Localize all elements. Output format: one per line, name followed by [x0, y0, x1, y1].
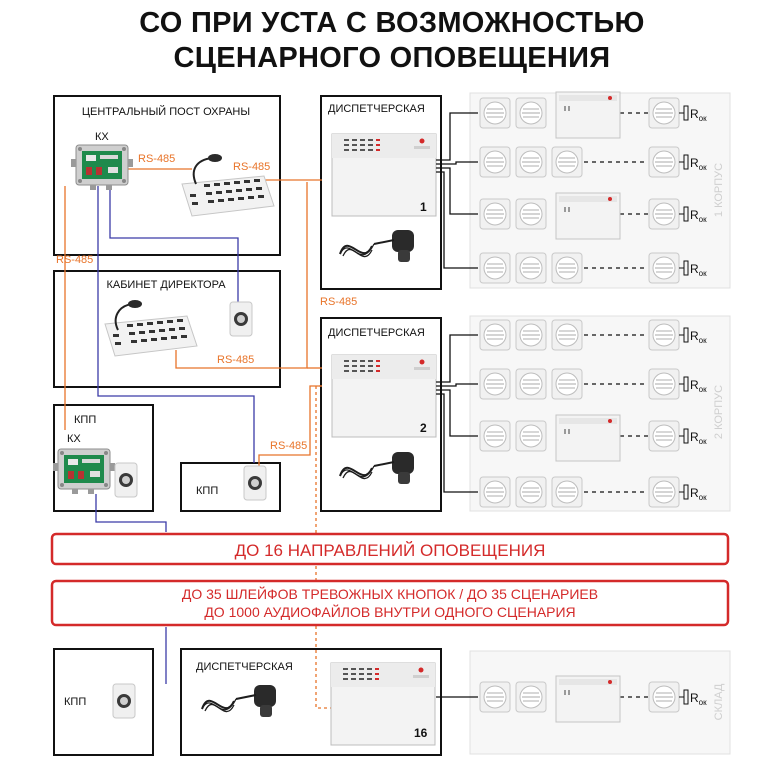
room-central-post-label: ЦЕНТРАЛЬНЫЙ ПОСТ ОХРАНЫ: [82, 105, 250, 118]
mic-console-icon-2: [104, 315, 198, 357]
resistor-1: Rок: [679, 105, 707, 123]
zone-building-1-label: 1 КОРПУС: [713, 163, 725, 217]
room-kpp-small-2-label: КПП: [64, 696, 86, 708]
output-lines: [436, 112, 478, 698]
svg-text:Rок: Rок: [690, 156, 707, 172]
rs485-wiring: [64, 168, 322, 466]
handheld-mic-1-icon: [339, 229, 415, 263]
kx-controller-2-icon: [52, 448, 116, 495]
unit-number-1: 1: [420, 200, 427, 214]
rs485-label-1: RS-485: [138, 153, 175, 165]
room-dispatch-1-label: ДИСПЕТЧЕРСКАЯ: [328, 103, 425, 115]
room-dispatch-2: ДИСПЕТЧЕРСКАЯ: [320, 317, 442, 512]
handheld-mic-16-icon: [201, 684, 277, 718]
rs485-label-4: RS-485: [320, 296, 357, 308]
svg-text:Rок: Rок: [690, 329, 707, 345]
banner-limits-line-1: ДО 35 ШЛЕЙФОВ ТРЕВОЖНЫХ КНОПОК / ДО 35 С…: [182, 585, 598, 602]
kx-controller-1-icon: [70, 144, 134, 191]
handheld-mic-2-icon: [339, 451, 415, 485]
rs485-dashed-wiring: [315, 385, 331, 709]
alarm-button-kpp-small-1-icon: [243, 465, 267, 501]
banner-directions: ДО 16 НАПРАВЛЕНИЙ ОПОВЕЩЕНИЯ: [50, 532, 730, 566]
room-kpp-small-1-label: КПП: [196, 485, 218, 497]
warning-cabinet-2: 2: [331, 354, 437, 438]
alarm-button-director-icon: [229, 301, 253, 337]
svg-text:Rок: Rок: [690, 208, 707, 224]
svg-text:Rок: Rок: [690, 691, 707, 707]
room-kpp-main: КПП: [53, 404, 154, 512]
unit-number-2: 2: [420, 421, 427, 435]
alarm-button-kpp-small-2-icon: [112, 683, 136, 719]
zone-building-2-label: 2 КОРПУС: [713, 385, 725, 439]
warning-cabinet-1: 1: [331, 133, 437, 217]
room-dispatch-2-label: ДИСПЕТЧЕРСКАЯ: [328, 327, 425, 339]
room-dispatch-16: ДИСПЕТЧЕРСКАЯ: [180, 648, 442, 756]
banner-directions-text: ДО 16 НАПРАВЛЕНИЙ ОПОВЕЩЕНИЯ: [235, 541, 546, 560]
room-central-post: ЦЕНТРАЛЬНЫЙ ПОСТ ОХРАНЫ: [53, 95, 281, 256]
control-console-1: [181, 154, 275, 217]
kx-box-1: КХ: [70, 131, 134, 191]
svg-text:Rок: Rок: [690, 262, 707, 278]
rs485-label-2: RS-485: [233, 161, 270, 173]
svg-text:Rок: Rок: [690, 378, 707, 394]
zone-warehouse-label: СКЛАД: [713, 683, 725, 720]
room-kpp-small-2: КПП: [53, 648, 154, 756]
title-line-2: СЦЕНАРНОГО ОПОВЕЩЕНИЯ: [173, 42, 611, 74]
room-director-label: КАБИНЕТ ДИРЕКТОРА: [106, 279, 226, 291]
rs485-label-6: RS-485: [270, 440, 307, 452]
zone-building-2: 2 КОРПУС: [469, 315, 731, 512]
room-kpp-small-1: КПП: [180, 462, 281, 512]
room-director: КАБИНЕТ ДИРЕКТОРА: [53, 270, 281, 388]
control-console-2: [104, 300, 198, 357]
kx-box-2: КХ: [52, 433, 116, 495]
banner-limits-line-2: ДО 1000 АУДИОФАЙЛОВ ВНУТРИ ОДНОГО СЦЕНАР…: [204, 603, 575, 620]
resistor-6: Rок: [679, 376, 707, 394]
rs485-label-3: RS-485: [56, 254, 93, 266]
kx-box-1-label: КХ: [95, 131, 109, 143]
rs485-label-5: RS-485: [217, 354, 254, 366]
unit-number-16: 16: [414, 726, 428, 740]
diagram-title: СО ПРИ УСТА С ВОЗМОЖНОСТЬЮ СЦЕНАРНОГО ОП…: [0, 6, 784, 76]
svg-text:Rок: Rок: [690, 486, 707, 502]
room-kpp-main-label: КПП: [74, 414, 96, 426]
warning-cabinet-16: 16: [330, 662, 436, 746]
alarm-button-kpp-icon: [114, 462, 138, 498]
banner-limits: ДО 35 ШЛЕЙФОВ ТРЕВОЖНЫХ КНОПОК / ДО 35 С…: [50, 579, 730, 627]
eol-resistors: Rок Rок Rок Rок Rок Rок Rок Rок: [679, 105, 707, 707]
output-dashes: [584, 112, 648, 698]
resistor-4: Rок: [679, 260, 707, 278]
resistor-3: Rок: [679, 206, 707, 224]
svg-text:Rок: Rок: [690, 107, 707, 123]
resistor-5: Rок: [679, 327, 707, 345]
kx-box-2-label: КХ: [67, 433, 81, 445]
resistor-9: Rок: [679, 689, 707, 707]
alarm-loop-wiring: [95, 186, 255, 684]
resistor-8: Rок: [679, 484, 707, 502]
resistor-2: Rок: [679, 154, 707, 172]
title-line-1: СО ПРИ УСТА С ВОЗМОЖНОСТЬЮ: [139, 7, 645, 39]
resistor-7: Rок: [679, 428, 707, 446]
svg-text:Rок: Rок: [690, 430, 707, 446]
room-dispatch-16-label: ДИСПЕТЧЕРСКАЯ: [196, 661, 293, 673]
room-dispatch-1: ДИСПЕТЧЕРСКАЯ: [320, 95, 442, 290]
